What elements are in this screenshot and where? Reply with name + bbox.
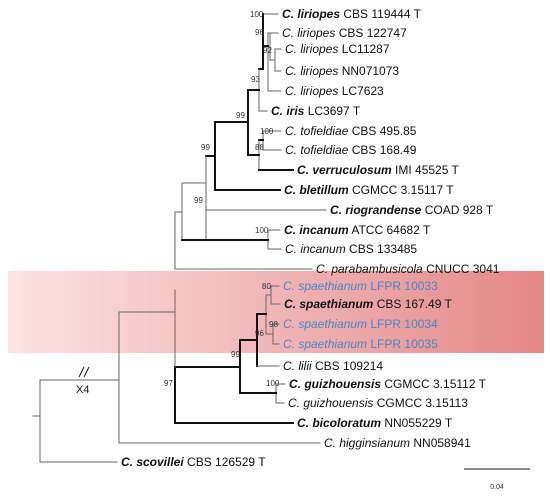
- strain-code: CNUCC 3041: [423, 262, 500, 276]
- taxon-name: C. bicoloratum: [297, 416, 381, 430]
- taxon-label: C. liriopes CBS 119444 T: [282, 7, 422, 21]
- support-values: 100 96 92 93 99 100 88 99 99 100 80 98 96 99 100 97: [164, 10, 280, 388]
- support-value: 100: [255, 226, 269, 235]
- strain-code: CBS 122747: [335, 26, 407, 40]
- strain-code: LFPR 10033: [367, 279, 438, 293]
- strain-code: NN071073: [338, 64, 399, 78]
- taxon-name: C. guizhouensis: [288, 396, 373, 410]
- taxon-label: C. liriopes LC7623: [285, 84, 384, 98]
- taxon-label: C. iris LC3697 T: [271, 104, 361, 118]
- taxon-label: C. guizhouensis CGMCC 3.15113: [288, 396, 468, 410]
- taxon-label: C. higginsianum NN058941: [324, 436, 471, 450]
- strain-code: CBS 126529 T: [184, 455, 267, 469]
- taxon-label: C. spaethianum LFPR 10034: [283, 317, 438, 331]
- taxon-name: C. spaethianum: [283, 317, 367, 331]
- strain-code: CGMCC 3.15113: [373, 396, 468, 410]
- strain-code: CBS 119444 T: [340, 7, 422, 21]
- taxon-name: C. lilii: [283, 359, 312, 373]
- taxon-name: C. incanum: [285, 242, 346, 256]
- taxon-name: C. liriopes: [285, 42, 338, 56]
- taxon-name: C. parabambusicola: [316, 262, 423, 276]
- taxon-label: C. liriopes NN071073: [285, 64, 399, 78]
- scale-label: 0.04: [490, 484, 504, 491]
- taxon-name: C. liriopes: [282, 26, 335, 40]
- taxon-label: C. spaethianum LFPR 10035: [283, 337, 438, 351]
- support-value: 99: [236, 111, 245, 120]
- taxon-label: C. verruculosum IMI 45525 T: [297, 163, 460, 177]
- support-value: 99: [201, 143, 210, 152]
- taxon-name: C. verruculosum: [297, 163, 392, 177]
- support-value: 99: [231, 350, 240, 359]
- support-value: 100: [266, 379, 280, 388]
- taxon-label: C. lilii CBS 109214: [283, 359, 383, 373]
- strain-code: LC11287: [338, 42, 389, 56]
- taxon-name: C. liriopes: [285, 64, 338, 78]
- strain-code: NN058941: [410, 436, 471, 450]
- taxon-name: C. tofieldiae: [285, 143, 349, 157]
- taxon-label: C. incanum ATCC 64682 T: [284, 223, 431, 237]
- taxon-name: C. higginsianum: [324, 436, 410, 450]
- strain-code: LC7623: [338, 84, 384, 98]
- taxon-name: C. liriopes: [285, 84, 338, 98]
- strain-code: IMI 45525 T: [392, 163, 460, 177]
- strain-code: LFPR 10034: [367, 317, 438, 331]
- support-value: 100: [250, 10, 264, 19]
- taxon-label: C. tofieldiae CBS 495.85: [285, 124, 417, 138]
- taxon-name: C. spaethianum: [284, 297, 374, 311]
- taxon-name: C. bletillum: [284, 183, 349, 197]
- taxon-name: C. spaethianum: [283, 337, 367, 351]
- strain-code: CBS 495.85: [348, 124, 416, 138]
- branch-break-label: X4: [76, 384, 89, 396]
- strain-code: NN055229 T: [381, 416, 453, 430]
- taxon-label: C. liriopes LC11287: [285, 42, 390, 56]
- taxon-label: C. liriopes CBS 122747: [282, 26, 407, 40]
- support-value: 88: [255, 143, 264, 152]
- taxon-label: C. spaethianum LFPR 10033: [283, 279, 438, 293]
- branch-break-mark: X4: [76, 366, 89, 396]
- support-value: 97: [164, 379, 173, 388]
- strain-code: COAD 928 T: [421, 203, 493, 217]
- taxon-name: C. iris: [271, 104, 305, 118]
- strain-code: CBS 167.49 T: [373, 297, 452, 311]
- taxon-label: C. tofieldiae CBS 168.49: [285, 143, 417, 157]
- taxon-label: C. incanum CBS 133485: [285, 242, 417, 256]
- support-value: 100: [260, 127, 274, 136]
- taxon-name: C. guizhouensis: [289, 377, 381, 391]
- highlight-band: [8, 271, 544, 353]
- strain-code: CBS 109214: [312, 359, 384, 373]
- support-value: 98: [269, 320, 278, 329]
- taxon-label: C. scovillei CBS 126529 T: [121, 455, 266, 469]
- taxon-label: C. parabambusicola CNUCC 3041: [316, 262, 500, 276]
- support-value: 99: [194, 196, 203, 205]
- taxon-name: C. riograndense: [330, 203, 422, 217]
- taxon-name: C. scovillei: [121, 455, 184, 469]
- taxon-name: C. spaethianum: [283, 279, 367, 293]
- strain-code: LFPR 10035: [367, 337, 438, 351]
- taxon-label: C. guizhouensis CGMCC 3.15112 T: [289, 377, 487, 391]
- taxon-label: C. bicoloratum NN055229 T: [297, 416, 453, 430]
- support-value: 96: [255, 329, 264, 338]
- taxon-label: C. riograndense COAD 928 T: [330, 203, 494, 217]
- support-value: 96: [255, 28, 264, 37]
- taxon-name: C. incanum: [284, 223, 349, 237]
- strain-code: CBS 133485: [346, 242, 418, 256]
- taxon-labels: C. liriopes CBS 119444 TC. liriopes CBS …: [121, 7, 500, 469]
- taxon-label: C. spaethianum CBS 167.49 T: [284, 297, 453, 311]
- support-value: 92: [263, 46, 272, 55]
- support-value: 93: [251, 75, 260, 84]
- strain-code: LC3697 T: [304, 104, 360, 118]
- strain-code: CGMCC 3.15112 T: [381, 377, 487, 391]
- scale-bar: 0.04: [464, 468, 530, 491]
- strain-code: CBS 168.49: [348, 143, 416, 157]
- taxon-name: C. tofieldiae: [285, 124, 349, 138]
- taxon-label: C. bletillum CGMCC 3.15117 T: [284, 183, 454, 197]
- support-value: 80: [262, 282, 271, 291]
- strain-code: CGMCC 3.15117 T: [349, 183, 455, 197]
- tree-branches: [32, 13, 327, 463]
- strain-code: ATCC 64682 T: [349, 223, 431, 237]
- taxon-name: C. liriopes: [282, 7, 340, 21]
